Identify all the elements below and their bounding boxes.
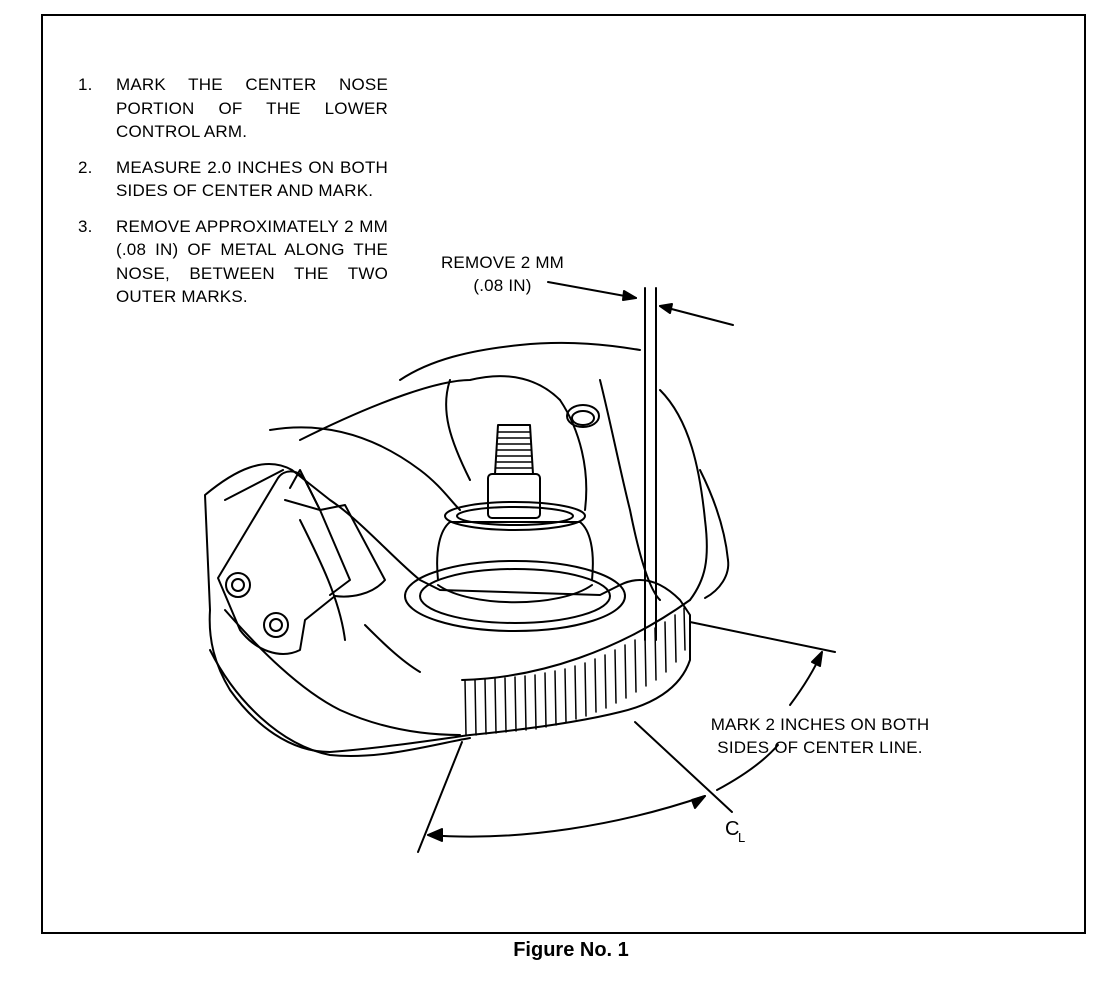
remove-leader-arrow bbox=[659, 305, 734, 326]
figure-frame bbox=[41, 14, 1086, 934]
dimension-arc bbox=[427, 795, 706, 838]
step-number: 3. bbox=[78, 216, 93, 236]
ball-joint-stud bbox=[494, 424, 534, 475]
instruction-step: 3. REMOVE APPROXIMATELY 2 MM (.08 IN) OF… bbox=[78, 215, 388, 309]
right-flange bbox=[704, 559, 730, 599]
remove-callout-line2: (.08 IN) bbox=[473, 276, 532, 295]
arrowhead bbox=[427, 828, 443, 842]
centerline-subscript: L bbox=[738, 830, 746, 845]
ball-joint-boot bbox=[436, 521, 594, 581]
shell-outline bbox=[445, 379, 471, 481]
bracket-bolt-inner bbox=[269, 618, 283, 632]
step-number: 2. bbox=[78, 157, 93, 177]
arrowhead bbox=[691, 795, 706, 809]
centerline bbox=[634, 721, 733, 813]
arm-hole bbox=[566, 404, 600, 428]
shell-outline bbox=[269, 426, 461, 511]
outer-mark-line bbox=[417, 741, 463, 853]
step-number: 1. bbox=[78, 75, 93, 94]
remove-callout-line1: REMOVE 2 MM bbox=[440, 253, 565, 272]
nose-grind-marks bbox=[464, 607, 686, 736]
dimension-arc bbox=[716, 744, 779, 791]
step-text: MEASURE 2.0 INCHES ON BOTH SIDES OF CENT… bbox=[116, 157, 388, 201]
arm-hole-inner bbox=[571, 410, 595, 426]
stud-threads bbox=[495, 431, 533, 469]
instruction-step: 1. MARK THE CENTER NOSE PORTION OF THE L… bbox=[78, 73, 388, 144]
bracket-inner bbox=[284, 499, 351, 596]
centerline-symbol: C bbox=[725, 818, 740, 840]
shell-outline bbox=[599, 379, 661, 601]
bracket-outline bbox=[217, 470, 386, 655]
ball-joint-boot-top-inner bbox=[456, 506, 574, 526]
outer-mark-line bbox=[689, 621, 836, 653]
bracket-fold bbox=[289, 469, 321, 511]
mark-callout: MARK 2 INCHES ON BOTH SIDES OF CENTER LI… bbox=[675, 713, 965, 759]
remove-callout: REMOVE 2 MM (.08 IN) bbox=[420, 251, 585, 297]
arrowhead bbox=[811, 651, 823, 667]
mark-callout-line1: MARK 2 INCHES ON BOTH bbox=[710, 715, 930, 734]
nose-top-edge bbox=[461, 599, 691, 681]
remove-leader-arrow bbox=[547, 281, 637, 299]
figure-caption: Figure No. 1 bbox=[513, 939, 629, 961]
shell-outline bbox=[559, 399, 588, 511]
right-flange bbox=[659, 389, 708, 601]
mark-callout-line2: SIDES OF CENTER LINE. bbox=[717, 738, 923, 757]
ball-joint-boot-top bbox=[444, 501, 586, 531]
shell-outline bbox=[299, 375, 561, 441]
arm-contour-line bbox=[299, 519, 346, 641]
ball-joint-boot-band bbox=[437, 584, 593, 604]
instruction-step: 2. MEASURE 2.0 INCHES ON BOTH SIDES OF C… bbox=[78, 156, 388, 203]
bracket-bolt bbox=[263, 612, 289, 638]
ball-joint-seat-inner bbox=[419, 568, 611, 624]
arm-body-outline bbox=[204, 463, 691, 753]
bracket-bolt bbox=[225, 572, 251, 598]
ball-joint-stud-base bbox=[487, 473, 541, 519]
right-flange bbox=[699, 469, 729, 561]
ball-joint-seat bbox=[404, 560, 626, 632]
arrowhead bbox=[622, 290, 637, 301]
arrowhead bbox=[659, 303, 673, 314]
bracket-rod bbox=[224, 469, 284, 501]
instruction-list: 1. MARK THE CENTER NOSE PORTION OF THE L… bbox=[78, 73, 388, 321]
step-text: MARK THE CENTER NOSE PORTION OF THE LOWE… bbox=[116, 75, 388, 141]
shell-outline bbox=[399, 341, 641, 381]
arm-lower-edge bbox=[209, 649, 471, 757]
arm-contour-line bbox=[364, 624, 421, 673]
bracket-bolt-inner bbox=[231, 578, 245, 592]
step-text: REMOVE APPROXIMATELY 2 MM (.08 IN) OF ME… bbox=[116, 216, 388, 307]
